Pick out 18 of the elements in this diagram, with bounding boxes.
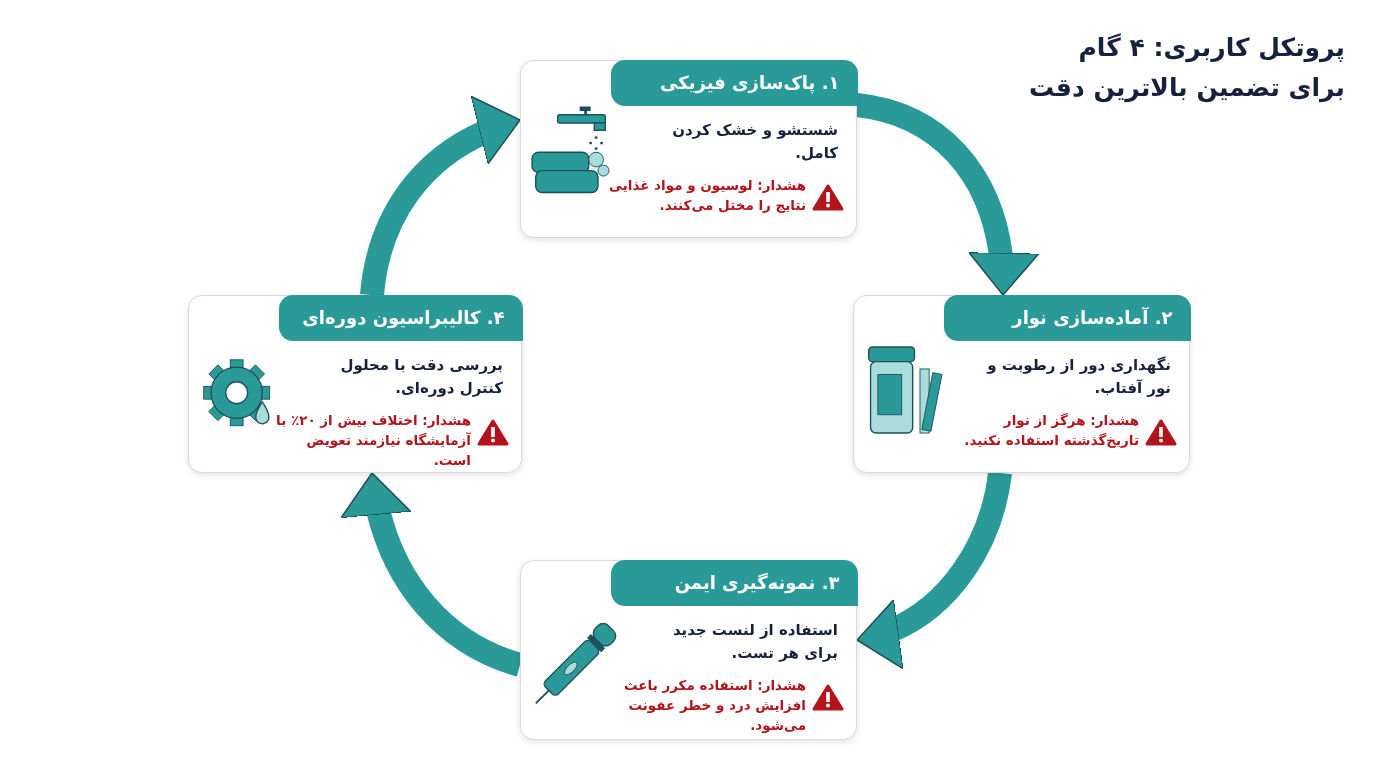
warning-text: هشدار: استفاده مکرر باعث افزایش درد و خطر عفونت می‌شود. <box>623 676 806 735</box>
step-text: نگهداری دور از رطوبت و نور آفتاب. <box>985 355 1171 399</box>
step-text: بررسی دقت با محلول کنترل دوره‌ای. <box>339 355 503 399</box>
step-card <box>188 295 522 473</box>
step-card <box>853 295 1190 473</box>
step-header: ۱. پاک‌سازی فیزیکی <box>610 59 858 106</box>
warning-text: هشدار: لوسیون و مواد غذایی نتایج را مختل می‌کنند. <box>608 176 806 215</box>
step-card <box>520 60 857 238</box>
title: پروتکل کاربری: ۴ گام برای تضمین بالاترین دقت <box>1028 32 1345 105</box>
warning-text: هشدار: اختلاف بیش از ۲۰٪ با آزمایشگاه نیازمند تعویض است. <box>275 411 471 470</box>
step-text: شستشو و خشک کردن کامل. <box>671 120 838 164</box>
step-header: ۳. نمونه‌گیری ایمن <box>610 559 858 606</box>
step-header: ۴. کالیبراسیون دوره‌ای <box>278 294 523 341</box>
step-text: استفاده از لنست جدید برای هر تست. <box>671 620 838 664</box>
step-header: ۲. آماده‌سازی نوار <box>943 294 1191 341</box>
warning-text: هشدار: هرگز از نوار تاریخ‌گذشته استفاده نکنید. <box>963 411 1139 450</box>
cycle-arrow <box>855 93 1038 296</box>
step-card <box>520 560 857 740</box>
